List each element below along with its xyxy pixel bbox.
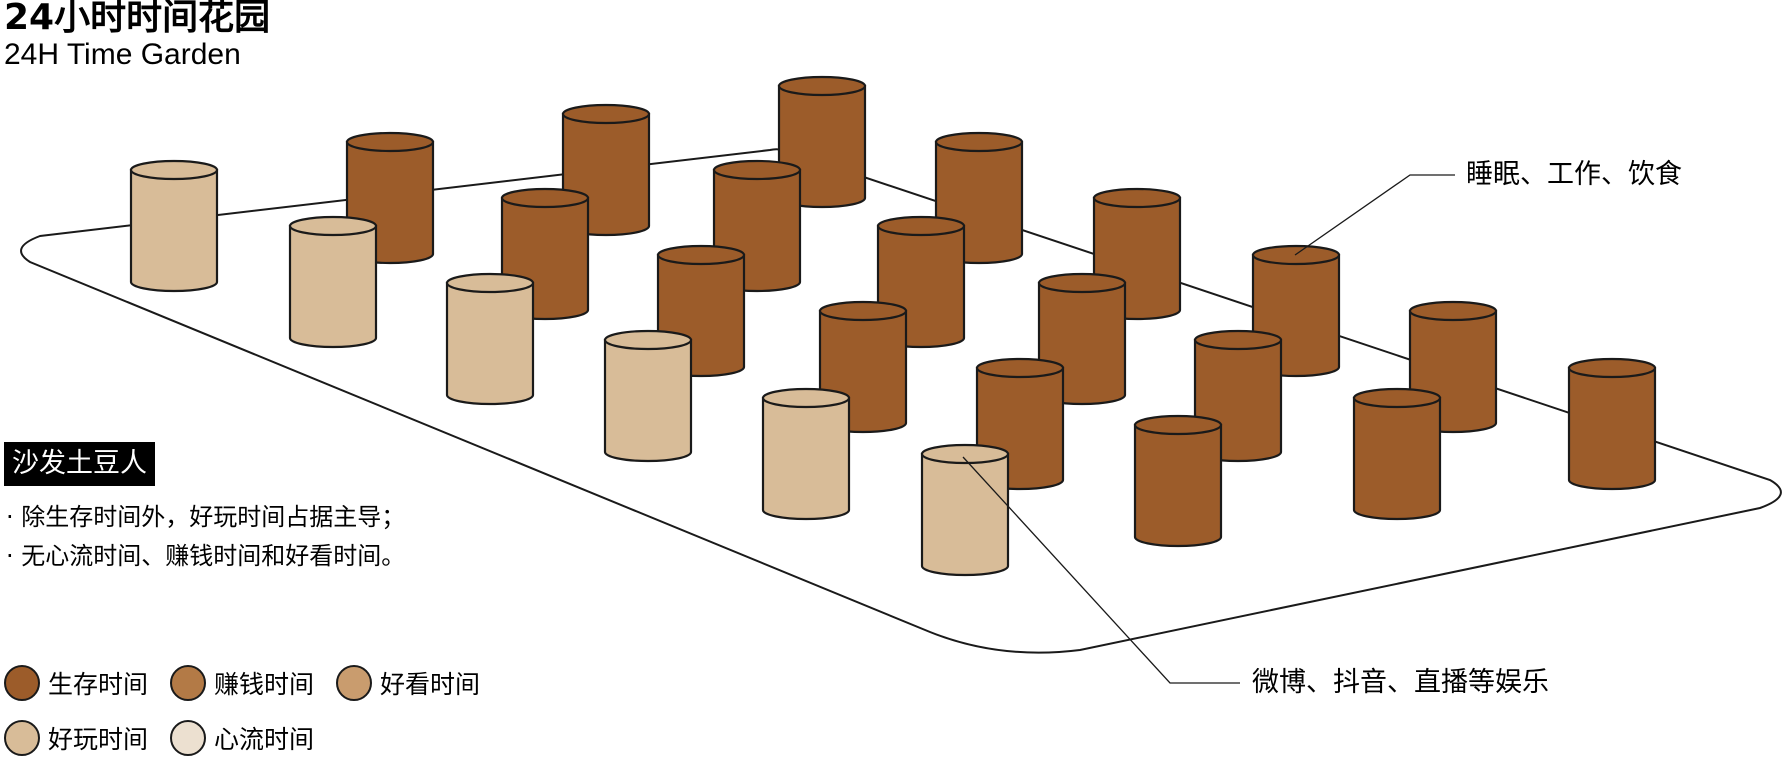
cylinder-play-time <box>920 443 1010 577</box>
persona-badge: 沙发土豆人 <box>4 442 155 486</box>
cylinder-body <box>1352 396 1442 521</box>
cylinder-top <box>975 357 1065 379</box>
cylinder-play-time <box>603 329 693 463</box>
cylinder-body <box>129 168 219 293</box>
callout-leader-lines <box>962 174 1455 684</box>
cylinder-survival-time <box>1352 387 1442 521</box>
cylinder-top <box>288 215 378 237</box>
cylinder-top <box>777 75 867 97</box>
legend-label: 好玩时间 <box>48 725 149 754</box>
earning-swatch-icon <box>170 665 206 701</box>
cylinder-top <box>1408 300 1498 322</box>
play-swatch-icon <box>4 720 40 756</box>
legend-label: 赚钱时间 <box>214 670 315 699</box>
cylinder-top <box>129 159 219 181</box>
legend-item-flow: 心流时间 <box>170 717 314 759</box>
title-chinese: 24小时时间花园 <box>4 0 271 38</box>
legend-label: 好看时间 <box>380 670 481 699</box>
cylinder-top <box>1567 357 1657 379</box>
cylinder-body <box>288 224 378 349</box>
title-english: 24H Time Garden <box>4 38 241 71</box>
legend-item-earning: 赚钱时间 <box>170 662 314 704</box>
leader-line-bottom <box>962 456 1240 684</box>
cylinder-play-time <box>761 387 851 521</box>
persona-bullet-1: · 除生存时间外，好玩时间占据主导； <box>6 503 406 531</box>
callout-entertainment: 微博、抖音、直播等娱乐 <box>1252 667 1549 698</box>
cylinder-top <box>345 131 435 153</box>
leader-line-top-right <box>1294 174 1455 256</box>
cylinder-body <box>1567 366 1657 491</box>
cylinder-top <box>603 329 693 351</box>
cylinder-body <box>920 452 1010 577</box>
cylinder-body <box>603 338 693 463</box>
cylinder-play-time <box>445 272 535 406</box>
cylinder-survival-time <box>1133 414 1223 548</box>
looking-good-swatch-icon <box>336 665 372 701</box>
callout-survival: 睡眠、工作、饮食 <box>1466 159 1682 190</box>
cylinder-body <box>1133 423 1223 548</box>
cylinder-top <box>1037 272 1127 294</box>
cylinder-play-time <box>129 159 219 293</box>
cylinder-top <box>561 103 651 125</box>
cylinder-top <box>818 300 908 322</box>
legend-item-survival: 生存时间 <box>4 662 148 704</box>
cylinder-body <box>445 281 535 406</box>
cylinder-top <box>761 387 851 409</box>
cylinder-top <box>920 443 1010 465</box>
cylinder-play-time <box>288 215 378 349</box>
persona-bullet-2: · 无心流时间、赚钱时间和好看时间。 <box>6 542 406 570</box>
cylinder-top <box>1092 187 1182 209</box>
cylinder-top <box>1352 387 1442 409</box>
cylinder-top <box>876 215 966 237</box>
cylinder-top <box>445 272 535 294</box>
cylinder-top <box>1133 414 1223 436</box>
legend-label: 生存时间 <box>48 670 149 699</box>
legend-label: 心流时间 <box>214 725 315 754</box>
cylinder-top <box>500 187 590 209</box>
cylinder-survival-time <box>1567 357 1657 491</box>
cylinder-top <box>1193 329 1283 351</box>
legend-item-looking-good: 好看时间 <box>336 662 480 704</box>
cylinder-top <box>712 159 802 181</box>
flow-swatch-icon <box>170 720 206 756</box>
cylinder-top <box>656 244 746 266</box>
cylinder-body <box>761 396 851 521</box>
cylinder-group <box>129 75 1657 577</box>
legend-item-play: 好玩时间 <box>4 717 148 759</box>
survival-swatch-icon <box>4 665 40 701</box>
cylinder-top <box>934 131 1024 153</box>
